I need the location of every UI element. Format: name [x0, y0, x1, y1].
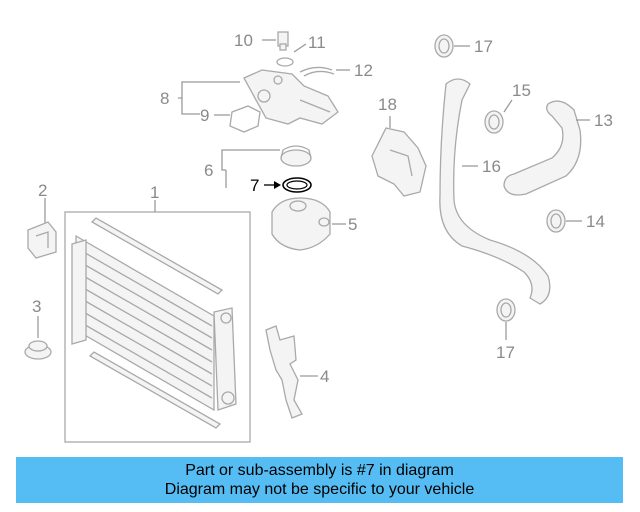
callout-14: 14 — [586, 212, 605, 231]
hose-clamp-14 — [546, 209, 582, 233]
mount-bracket — [27, 198, 57, 259]
flange-gasket — [214, 105, 261, 133]
hose-clamp-15 — [484, 99, 513, 134]
callout-8: 8 — [160, 89, 169, 108]
coolant-hose-lower — [439, 78, 551, 305]
air-duct — [371, 116, 427, 197]
callout-5: 5 — [348, 215, 357, 234]
callout-16: 16 — [482, 157, 501, 176]
temperature-sensor — [262, 31, 289, 51]
callout-4: 4 — [320, 367, 329, 386]
reservoir-cap — [221, 145, 312, 188]
sensor-seal — [276, 43, 307, 67]
info-banner: Part or sub-assembly is #7 in diagram Di… — [16, 457, 623, 503]
callout-17-top: 17 — [474, 37, 493, 56]
callout-3: 3 — [32, 297, 41, 316]
o-ring-seal — [264, 177, 312, 193]
callout-1: 1 — [150, 183, 159, 202]
callout-11: 11 — [308, 33, 326, 52]
callout-6: 6 — [204, 161, 213, 180]
banner-line-disclaimer: Diagram may not be specific to your vehi… — [164, 481, 475, 498]
callout-9: 9 — [200, 106, 209, 125]
callout-7: 7 — [250, 176, 259, 195]
hose-clamp-17-top — [434, 34, 470, 58]
banner-line-part: Part or sub-assembly is #7 in diagram — [185, 462, 454, 479]
coolant-flange — [178, 69, 339, 125]
retaining-clip — [299, 66, 350, 77]
callout-12: 12 — [354, 61, 373, 80]
expansion-tank — [271, 197, 346, 251]
air-deflector — [265, 325, 318, 419]
callout-2: 2 — [38, 181, 47, 200]
callout-10: 10 — [234, 31, 253, 50]
callout-13: 13 — [594, 111, 613, 130]
coolant-hose-upper — [503, 100, 590, 196]
parts-diagram: 1 2 3 4 5 6 7 8 9 10 11 12 13 14 15 16 1… — [24, 31, 613, 443]
callout-18: 18 — [378, 95, 397, 114]
callout-17-bottom: 17 — [496, 343, 515, 362]
radiator — [64, 200, 251, 443]
callout-15: 15 — [512, 81, 531, 100]
hose-clamp-17-bottom — [496, 298, 516, 340]
grommet — [24, 316, 52, 360]
